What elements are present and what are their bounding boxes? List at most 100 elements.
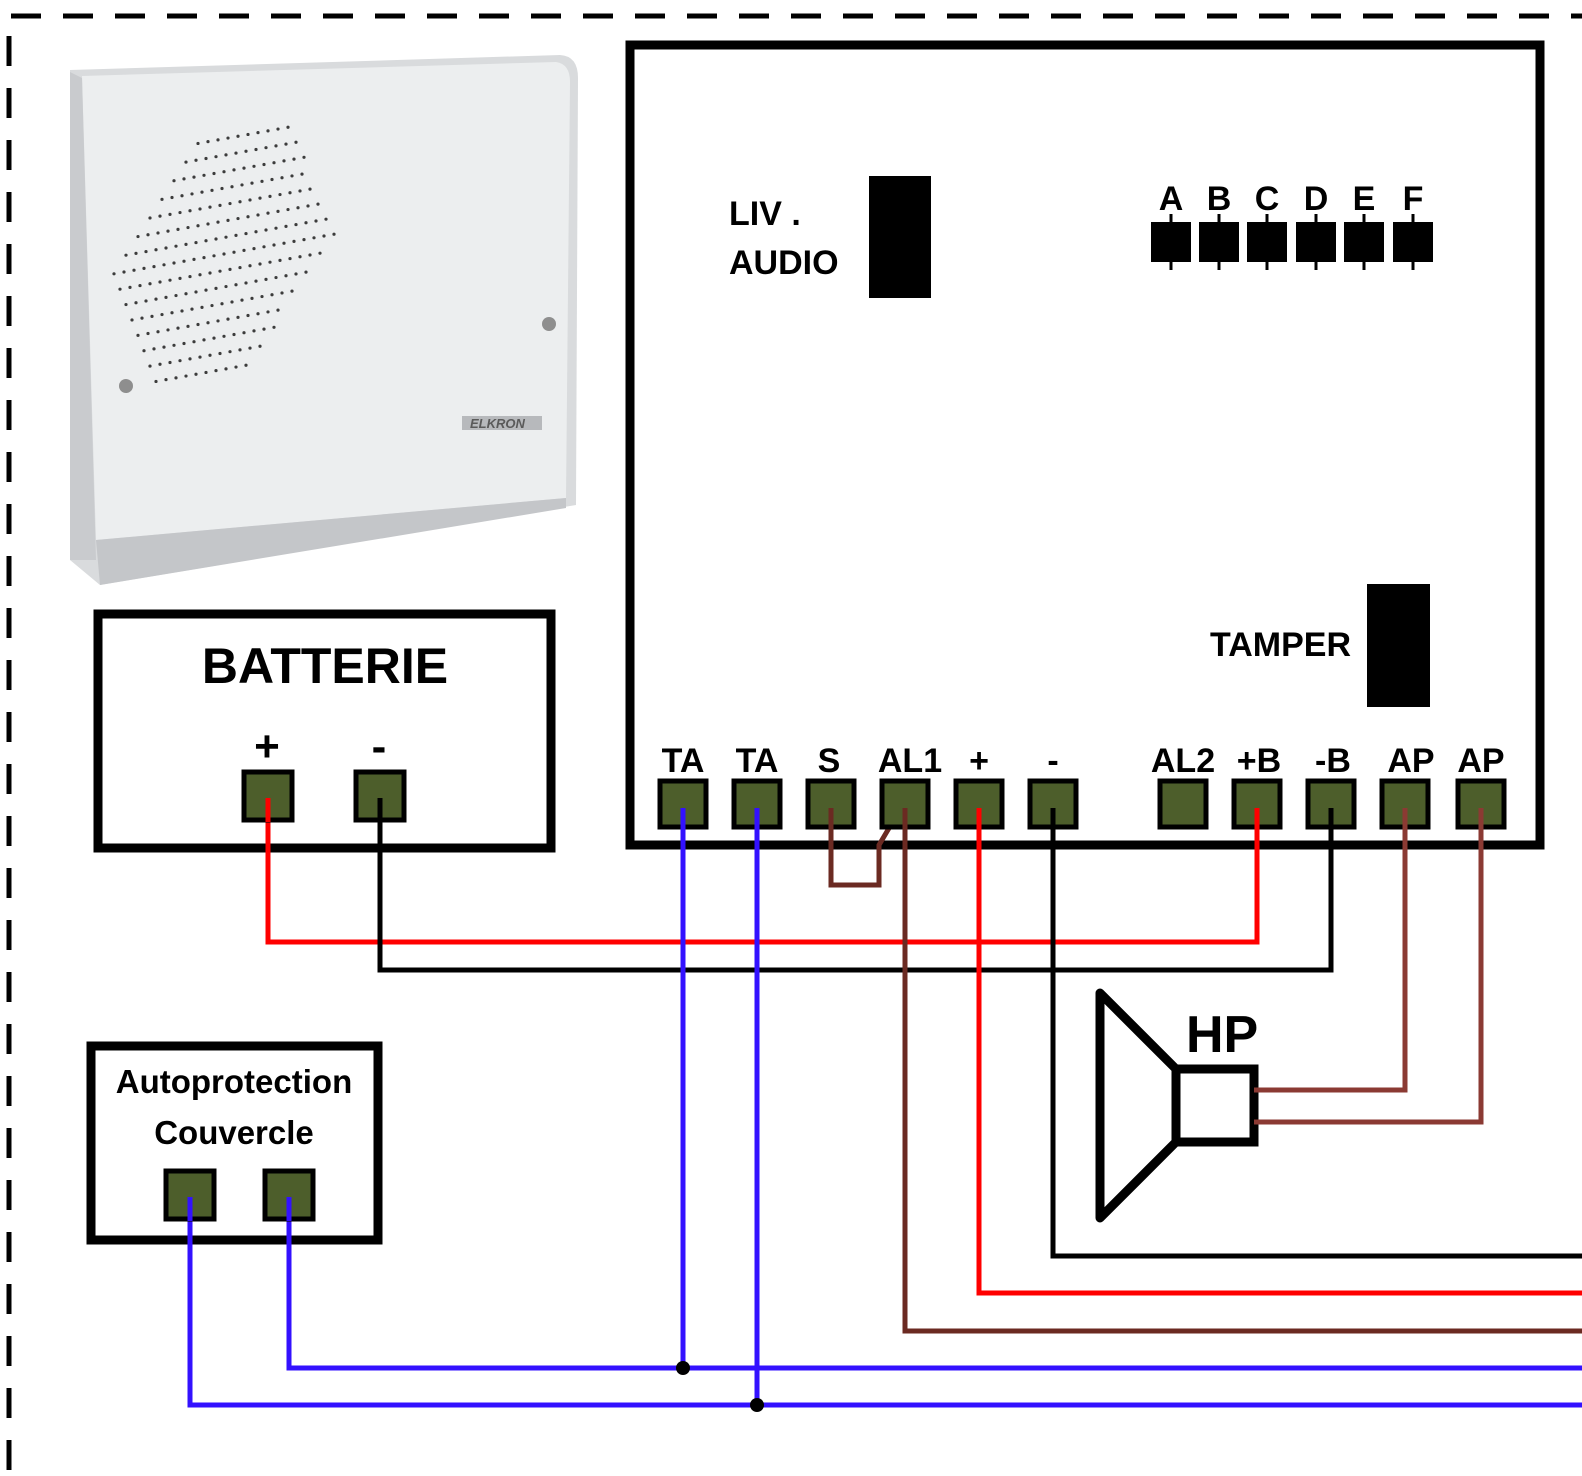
grille-hole (232, 332, 236, 337)
grille-hole (202, 256, 206, 260)
grille-hole (222, 334, 226, 338)
screw-terminal[interactable] (1157, 778, 1209, 830)
grille-hole (166, 229, 170, 233)
wire-supply-plus (976, 801, 1582, 1296)
grille-hole (252, 329, 256, 333)
grille-hole (192, 257, 196, 261)
grille-hole (184, 160, 188, 164)
grille-hole (172, 179, 176, 183)
grille-hole (170, 195, 174, 200)
grille-hole (214, 155, 218, 159)
grille-hole (286, 125, 290, 129)
grille-hole (172, 343, 176, 347)
grille-hole (200, 190, 204, 194)
grille-hole (308, 253, 312, 257)
siren-photo: ELKRON (70, 55, 578, 585)
jumper-f[interactable] (1393, 222, 1433, 262)
grille-hole (212, 171, 216, 176)
battery-terminal-label-minus: - (372, 722, 387, 771)
grille-hole (162, 345, 166, 349)
grille-hole (164, 246, 168, 250)
grille-hole (256, 312, 260, 316)
grille-hole (174, 376, 178, 380)
grille-hole (140, 316, 144, 320)
grille-hole (302, 238, 306, 242)
grille-hole (276, 209, 280, 213)
jumper-a[interactable] (1151, 222, 1191, 262)
grille-hole (198, 207, 202, 211)
screw-terminal[interactable] (805, 778, 857, 830)
grille-hole (226, 136, 230, 140)
terminal-label: - (1047, 742, 1058, 780)
grille-hole (300, 172, 304, 176)
audio-level-label: LIV . (729, 195, 801, 233)
grille-hole (192, 340, 196, 344)
battery-terminal[interactable] (241, 769, 295, 823)
grille-hole (252, 247, 256, 251)
grille-hole (196, 322, 200, 327)
grille-hole (216, 138, 220, 142)
tamper-switch[interactable] (1367, 584, 1430, 707)
grille-hole (214, 369, 218, 373)
grille-hole (112, 272, 116, 276)
grille-hole (144, 299, 148, 303)
jumper-b[interactable] (1199, 222, 1239, 262)
enclosure-outline (6, 13, 1582, 1470)
jumper-c[interactable] (1247, 222, 1287, 262)
jumper-e[interactable] (1344, 222, 1384, 262)
grille-hole (324, 217, 328, 221)
grille-hole (190, 307, 194, 311)
grille-hole (238, 200, 242, 204)
grille-hole (272, 243, 276, 247)
grille-hole (274, 275, 278, 280)
wire-lid-tamper-1 (286, 1195, 1582, 1371)
grille-hole (224, 367, 228, 371)
grille-hole (244, 281, 248, 285)
grille-hole (284, 274, 288, 278)
lid-tamper-box (86, 1041, 383, 1245)
grille-hole (226, 317, 230, 321)
grille-hole (232, 250, 236, 254)
grille-hole (234, 233, 238, 237)
grille-hole (190, 192, 194, 196)
grille-hole (278, 192, 282, 197)
grille-hole (152, 347, 156, 351)
grille-hole (240, 298, 244, 302)
grille-hole (146, 233, 150, 237)
jumper-label-d: D (1304, 180, 1329, 218)
wire-speaker-1 (1254, 801, 1408, 1093)
grille-hole (234, 151, 238, 155)
jumper-label-b: B (1207, 180, 1232, 218)
grille-hole (264, 146, 268, 150)
grille-hole (150, 314, 154, 318)
grille-hole (230, 300, 234, 304)
grille-hole (232, 168, 236, 172)
other-terminals (163, 769, 1484, 1222)
jumper-d[interactable] (1296, 222, 1336, 262)
grille-hole (158, 362, 162, 366)
grille-hole (194, 372, 198, 376)
grille-hole (288, 256, 292, 261)
grille-hole (272, 325, 276, 329)
grille-hole (246, 132, 250, 137)
grille-hole (130, 318, 134, 322)
grille-hole (148, 216, 152, 220)
grille-hole (292, 157, 296, 161)
grille-hole (220, 302, 224, 306)
grille-hole (180, 194, 184, 198)
battery-title: BATTERIE (202, 638, 448, 694)
grille-hole (294, 272, 298, 276)
grille-hole (274, 226, 278, 230)
grille-hole (186, 225, 190, 230)
brand-logo: ELKRON (470, 416, 526, 431)
speaker-icon (1095, 988, 1259, 1223)
grille-hole (286, 207, 290, 212)
grille-hole (290, 174, 294, 178)
grille-hole (124, 253, 128, 257)
terminal-label: AL1 (878, 742, 942, 780)
grille-hole (156, 330, 160, 334)
grille-hole (206, 321, 210, 325)
audio-level-potentiometer[interactable] (869, 176, 931, 298)
grille-hole (268, 260, 272, 264)
